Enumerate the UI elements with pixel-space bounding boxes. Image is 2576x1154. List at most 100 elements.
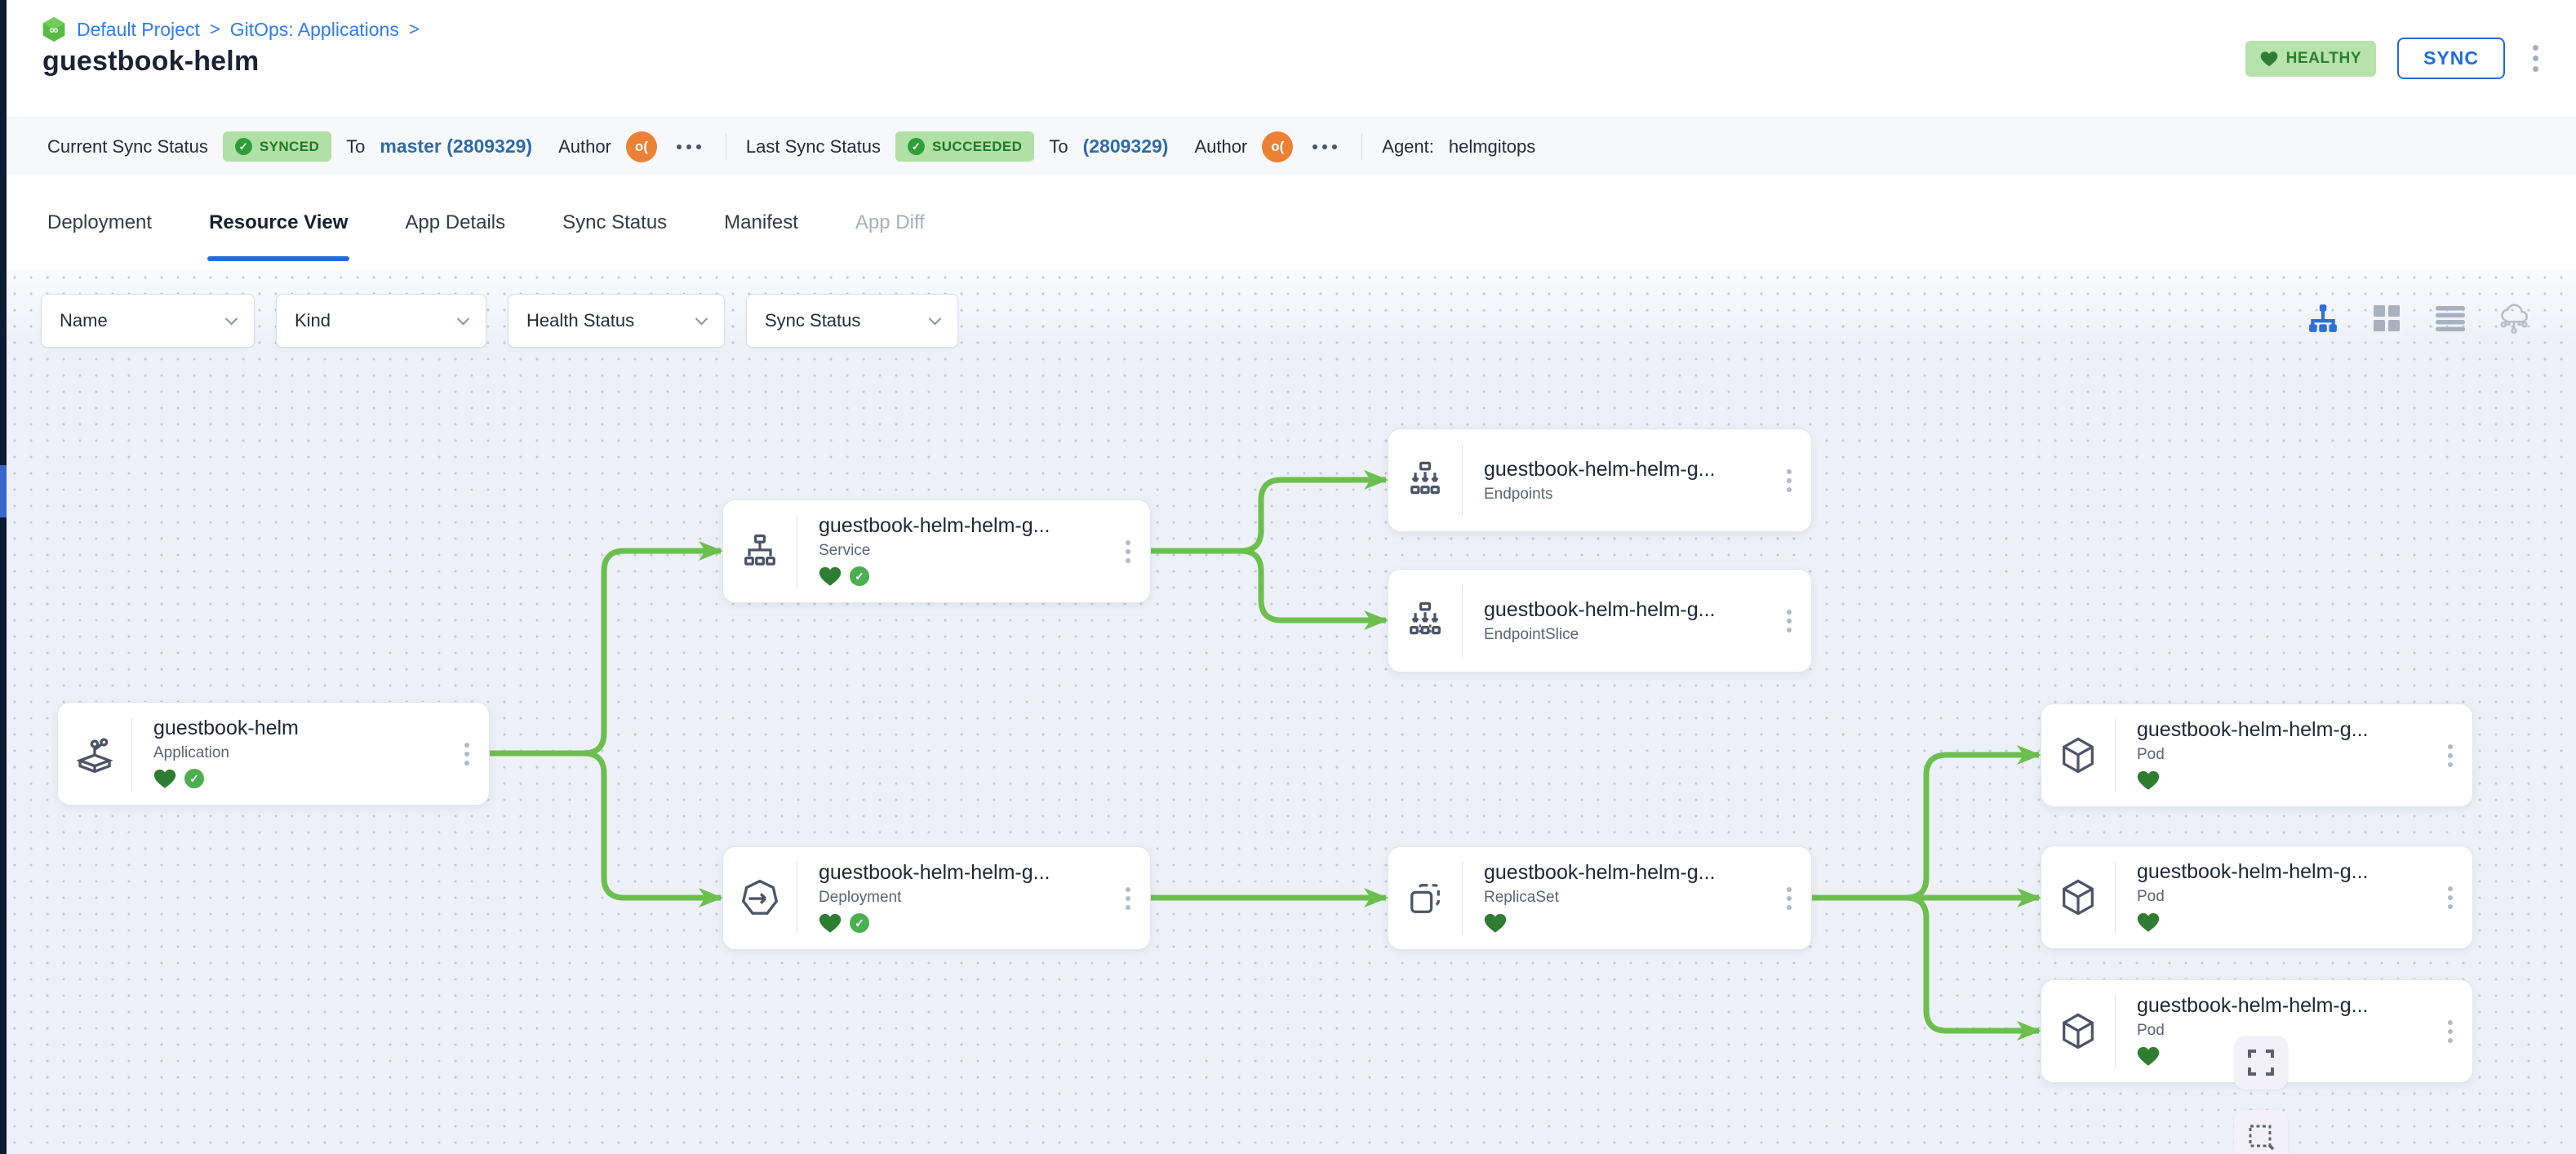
status-bar: Current Sync Status ✓ SYNCED To master (… [7, 117, 2576, 175]
current-sync-group: Current Sync Status ✓ SYNCED To master (… [47, 131, 706, 162]
commit-more-button[interactable] [1308, 140, 1342, 154]
tab-sync-status[interactable]: Sync Status [562, 211, 668, 233]
chevron-down-icon [224, 312, 238, 325]
tab-manifest[interactable]: Manifest [724, 211, 798, 233]
resource-name: guestbook-helm-helm-g... [2137, 860, 2369, 883]
to-label: To [346, 135, 366, 157]
breadcrumb-link-project[interactable]: Default Project [77, 18, 200, 40]
resource-kind: ReplicaSet [1484, 889, 1559, 906]
tab-app-diff: App Diff [855, 211, 925, 233]
tab-deployment[interactable]: Deployment [47, 211, 153, 233]
node-menu-button[interactable] [1119, 534, 1137, 570]
sync-check-icon: ✓ [184, 769, 204, 788]
pod-icon [2041, 704, 2115, 806]
resource-name: guestbook-helm-helm-g... [2137, 718, 2369, 741]
resource-node-deployment[interactable]: guestbook-helm-helm-g... Deployment ✓ [722, 846, 1151, 950]
health-heart-icon [2137, 770, 2160, 791]
pod-icon [2041, 846, 2115, 948]
chevron-down-icon [928, 312, 942, 325]
resource-name: guestbook-helm [153, 717, 299, 739]
deployment-icon [723, 847, 797, 949]
last-sync-group: Last Sync Status ✓ SUCCEEDED To (2809329… [746, 131, 1342, 162]
synced-badge: ✓ SYNCED [222, 131, 332, 162]
tab-bar: Deployment Resource View App Details Syn… [7, 175, 2576, 269]
node-menu-button[interactable] [2441, 1014, 2459, 1050]
node-menu-button[interactable] [1119, 881, 1137, 917]
tab-resource-view[interactable]: Resource View [207, 175, 350, 269]
grid-view-button[interactable] [2370, 302, 2403, 335]
edge-replicaset-pod-1 [1812, 745, 2041, 901]
resource-node-service[interactable]: guestbook-helm-helm-g... Service ✓ [722, 499, 1151, 603]
commit-more-button[interactable] [672, 140, 706, 154]
chevron-down-icon [456, 312, 470, 325]
heart-icon [2260, 51, 2277, 66]
resource-kind: Service [819, 542, 871, 559]
filter-name-dropdown[interactable]: Name [41, 294, 255, 348]
resource-node-pod[interactable]: guestbook-helm-helm-g... Pod [2041, 846, 2473, 949]
resource-node-pod[interactable]: guestbook-helm-helm-g... Pod [2041, 703, 2473, 807]
node-menu-button[interactable] [1780, 463, 1798, 499]
cluster-view-button[interactable] [2498, 302, 2530, 335]
breadcrumb-separator: > [408, 19, 420, 39]
tab-app-details[interactable]: App Details [405, 211, 506, 233]
resource-node-endpointslice[interactable]: guestbook-helm-helm-g... EndpointSlice [1388, 569, 1812, 672]
resource-name: guestbook-helm-helm-g... [2137, 994, 2369, 1017]
health-heart-icon [819, 912, 842, 934]
last-revision-link[interactable]: (2809329) [1082, 135, 1169, 157]
node-menu-button[interactable] [2441, 880, 2459, 916]
sync-button[interactable]: SYNC [2397, 38, 2505, 79]
resource-graph-canvas[interactable]: Name Kind Health Status Sync Status [7, 269, 2576, 1154]
health-heart-icon [2137, 912, 2160, 933]
health-heart-icon [819, 566, 842, 587]
health-heart-icon [1484, 912, 1507, 934]
resource-kind: Pod [2137, 746, 2165, 763]
app-menu-button[interactable] [2526, 38, 2545, 78]
resource-kind: Application [153, 744, 229, 761]
edge-replicaset-pod-3 [1812, 894, 2041, 1041]
node-menu-button[interactable] [1780, 881, 1798, 917]
agent-group: Agent: helmgitops [1382, 136, 1535, 158]
resource-node-application[interactable]: guestbook-helm Application ✓ [57, 702, 490, 806]
succeeded-badge: ✓ SUCCEEDED [895, 131, 1035, 162]
current-revision-link[interactable]: master (2809329) [380, 135, 533, 157]
filter-kind-dropdown[interactable]: Kind [276, 294, 486, 348]
endpoints-icon [1388, 429, 1462, 531]
sync-check-icon: ✓ [850, 566, 869, 586]
left-nav-rail[interactable] [0, 0, 7, 1154]
sync-check-icon: ✓ [850, 913, 869, 933]
edge-application-deployment [490, 750, 723, 908]
breadcrumb: ∞ Default Project > GitOps: Applications… [41, 16, 420, 42]
resource-node-replicaset[interactable]: guestbook-helm-helm-g... ReplicaSet [1388, 846, 1812, 950]
resource-node-endpoints[interactable]: guestbook-helm-helm-g... Endpoints [1388, 428, 1812, 532]
fit-view-button[interactable] [2234, 1036, 2288, 1090]
author-avatar: o( [625, 131, 657, 162]
resource-kind: EndpointSlice [1484, 625, 1579, 643]
to-label: To [1049, 135, 1068, 157]
check-circle-icon: ✓ [234, 138, 252, 155]
nav-active-indicator [0, 465, 7, 517]
health-heart-icon [153, 768, 176, 789]
breadcrumb-separator: > [209, 19, 220, 39]
node-menu-button[interactable] [1780, 603, 1798, 639]
agent-label: Agent: [1382, 135, 1434, 157]
page-title: guestbook-helm [42, 46, 260, 77]
last-sync-label: Last Sync Status [745, 135, 881, 157]
resource-name: guestbook-helm-helm-g... [1484, 597, 1716, 621]
health-badge-label: HEALTHY [2285, 49, 2362, 67]
service-icon [723, 500, 797, 602]
selection-mode-button[interactable] [2234, 1110, 2288, 1154]
endpointslice-icon [1388, 570, 1462, 672]
edge-service-endpoints [1151, 470, 1388, 554]
resource-kind: Pod [2137, 888, 2165, 905]
filter-health-status-dropdown[interactable]: Health Status [508, 294, 725, 348]
tree-view-button[interactable] [2307, 302, 2339, 335]
filter-sync-status-dropdown[interactable]: Sync Status [746, 294, 958, 348]
graph-edges [490, 470, 2041, 1041]
node-menu-button[interactable] [2441, 738, 2459, 774]
filter-bar: Name Kind Health Status Sync Status [41, 294, 958, 348]
node-menu-button[interactable] [458, 736, 476, 772]
breadcrumb-link-applications[interactable]: GitOps: Applications [229, 18, 399, 40]
app-header: ∞ Default Project > GitOps: Applications… [7, 0, 2576, 117]
list-view-button[interactable] [2434, 302, 2467, 335]
chevron-down-icon [695, 312, 708, 325]
